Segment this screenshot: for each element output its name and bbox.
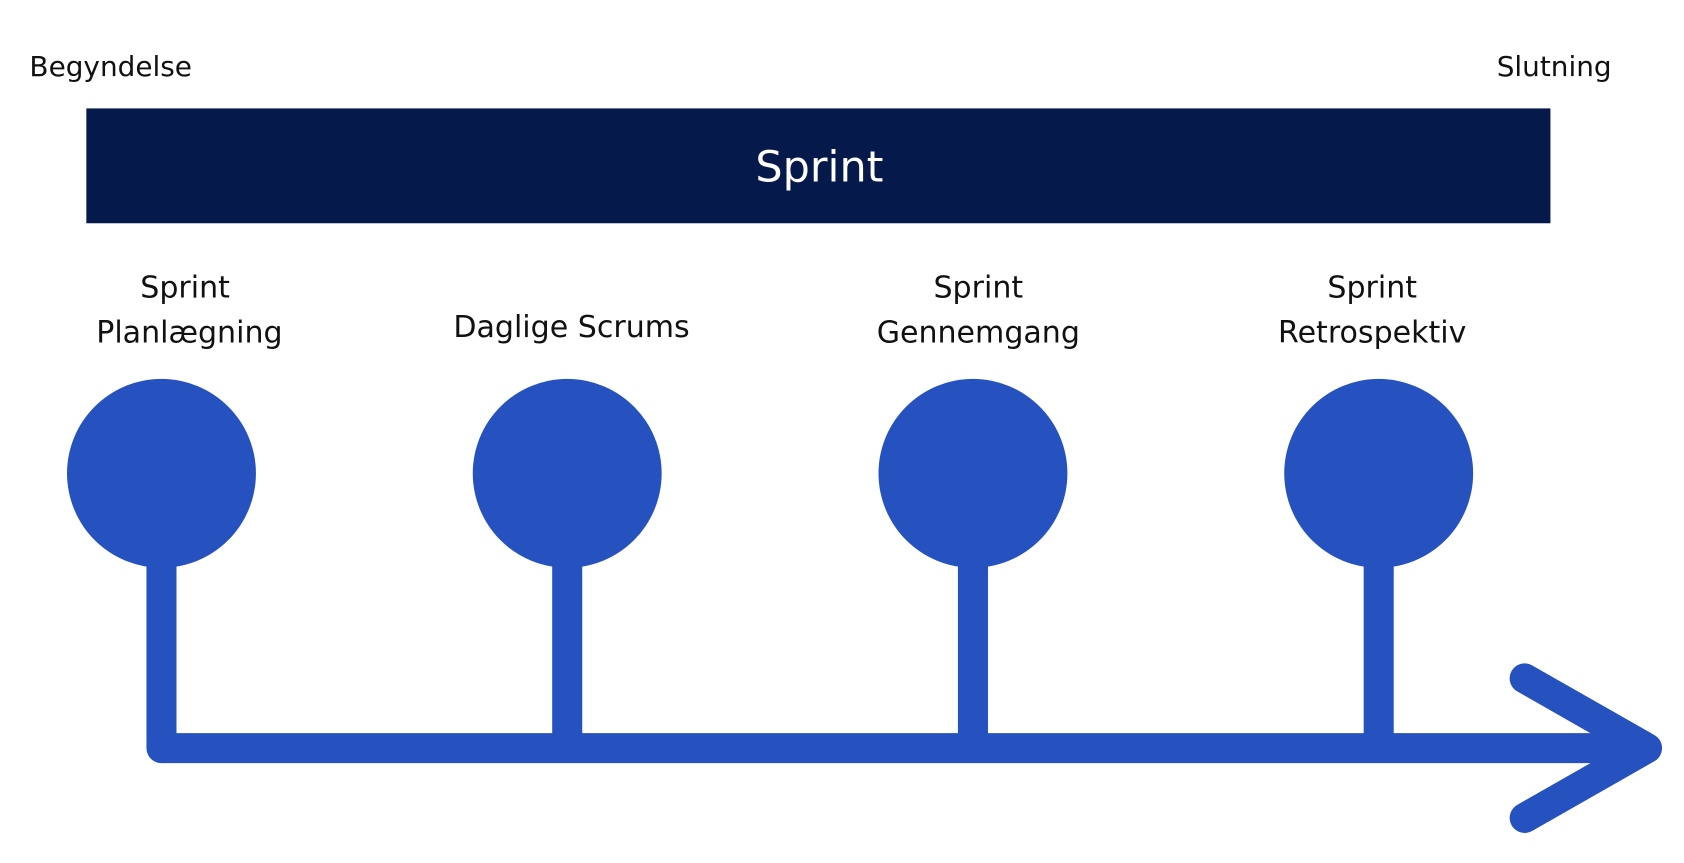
milestone-marker-3 <box>878 378 1068 568</box>
milestone-marker-2 <box>472 378 662 568</box>
event-4-line2: Retrospektiv <box>1278 315 1466 350</box>
event-2-line1: Daglige Scrums <box>453 310 689 345</box>
event-1-line2: Planlægning <box>96 315 282 350</box>
event-3-line2: Gennemgang <box>877 315 1080 350</box>
start-label: Begyndelse <box>29 50 191 83</box>
timeline-line <box>146 558 1643 764</box>
event-3-line1: Sprint <box>933 270 1023 305</box>
arrow-head-icon <box>1509 663 1663 833</box>
end-label: Slutning <box>1497 50 1612 83</box>
sprint-banner-title: Sprint <box>755 142 883 192</box>
event-4-line1: Sprint <box>1327 270 1417 305</box>
timeline-axis <box>146 558 1663 833</box>
event-1-line1: Sprint <box>140 270 230 305</box>
milestone-marker-4 <box>1284 378 1474 568</box>
milestone-marker-1 <box>67 378 256 568</box>
sprint-banner <box>86 108 1551 224</box>
